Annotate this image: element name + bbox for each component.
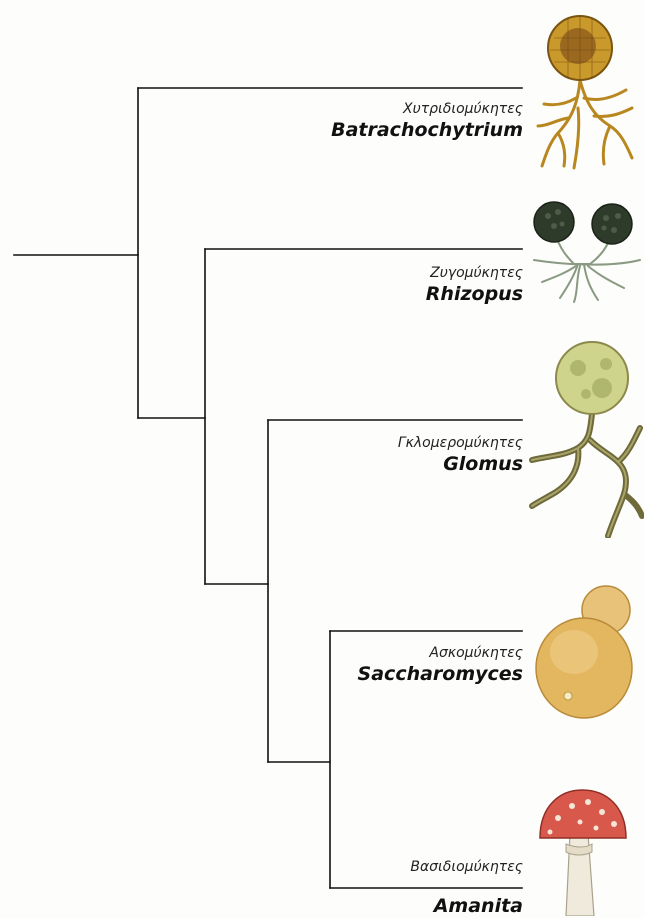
phylum-label: Χυτριδιομύκητες <box>331 100 523 118</box>
taxon-label-5: Βασιδιομύκητες <box>410 858 523 876</box>
phylum-label: Ασκομύκητες <box>358 644 523 662</box>
genus-label: Amanita <box>434 894 523 918</box>
taxon-label-4: Ασκομύκητες Saccharomyces <box>358 644 523 686</box>
glomus-spore-hyphae-icon <box>528 340 644 538</box>
taxon-label-1: Χυτριδιομύκητες Batrachochytrium <box>331 100 523 142</box>
genus-label: Saccharomyces <box>358 662 523 686</box>
budding-yeast-icon <box>534 582 640 722</box>
genus-label: Rhizopus <box>426 282 523 306</box>
bread-mold-sporangia-icon <box>528 198 643 306</box>
chytrid-sporangium-icon <box>528 8 640 176</box>
phylum-label: Ζυγομύκητες <box>426 264 523 282</box>
phylum-label: Βασιδιομύκητες <box>410 858 523 876</box>
genus-label: Glomus <box>398 452 523 476</box>
taxon-label-2: Ζυγομύκητες Rhizopus <box>426 264 523 306</box>
mushroom-icon <box>536 786 632 916</box>
phylum-label: Γκλομερομύκητες <box>398 434 523 452</box>
taxon-label-5-genus: Amanita <box>434 894 523 918</box>
genus-label: Batrachochytrium <box>331 118 523 142</box>
taxon-label-3: Γκλομερομύκητες Glomus <box>398 434 523 476</box>
